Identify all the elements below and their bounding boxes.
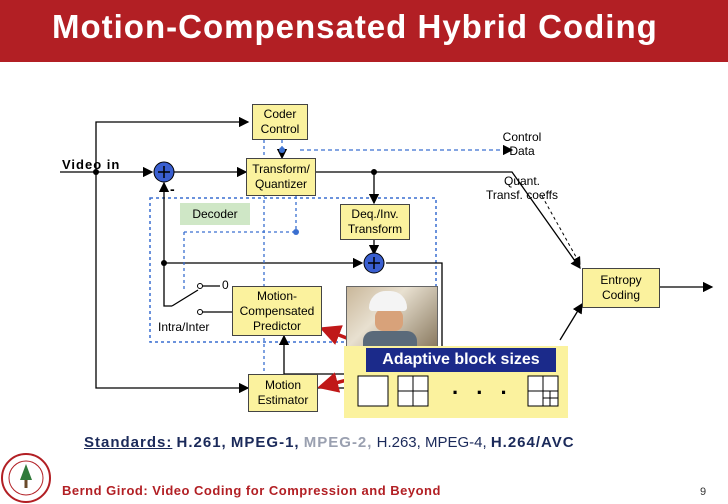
slide-title: Motion-Compensated Hybrid Coding — [52, 8, 658, 45]
minus-label: - — [170, 181, 175, 197]
standard-h261: H.261, — [176, 434, 227, 451]
motion-estimator-box: Motion Estimator — [248, 374, 318, 412]
footer-text: Bernd Girod: Video Coding for Compressio… — [62, 483, 441, 498]
entropy-coding-box: Entropy Coding — [582, 268, 660, 308]
deq-inv-transform-box: Deq./Inv. Transform — [340, 204, 410, 240]
standard-h264: H.264/AVC — [490, 434, 575, 451]
standards-line: Standards: H.261, MPEG-1, MPEG-2, H.263,… — [84, 434, 575, 451]
video-in-label: Video in — [62, 157, 121, 172]
decoder-label: Decoder — [180, 203, 250, 225]
page-number: 9 — [700, 486, 707, 498]
video-frame-image — [346, 286, 438, 348]
university-seal-logo — [1, 453, 51, 503]
zero-label: 0 — [222, 278, 229, 292]
standard-h263-mpeg4: H.263, MPEG-4, — [376, 434, 487, 451]
ellipsis: . . . — [452, 374, 513, 399]
mc-predictor-box: Motion- Compensated Predictor — [232, 286, 322, 336]
adaptive-block-title: Adaptive block sizes — [366, 348, 556, 372]
control-data-label: Control Data — [502, 130, 542, 158]
standard-mpeg1: MPEG-1, — [230, 434, 300, 451]
quant-coeffs-label: Quant. Transf. coeffs — [485, 174, 559, 202]
title-bar: Motion-Compensated Hybrid Coding — [0, 0, 728, 62]
transform-quantizer-box: Transform/ Quantizer — [246, 158, 316, 196]
decoder-region — [149, 197, 437, 343]
coder-control-box: Coder Control — [252, 104, 308, 140]
standards-label: Standards: — [84, 434, 173, 451]
standard-mpeg2: MPEG-2, — [303, 434, 373, 451]
intra-inter-label: Intra/Inter — [158, 320, 210, 334]
block-partitions — [357, 375, 559, 407]
